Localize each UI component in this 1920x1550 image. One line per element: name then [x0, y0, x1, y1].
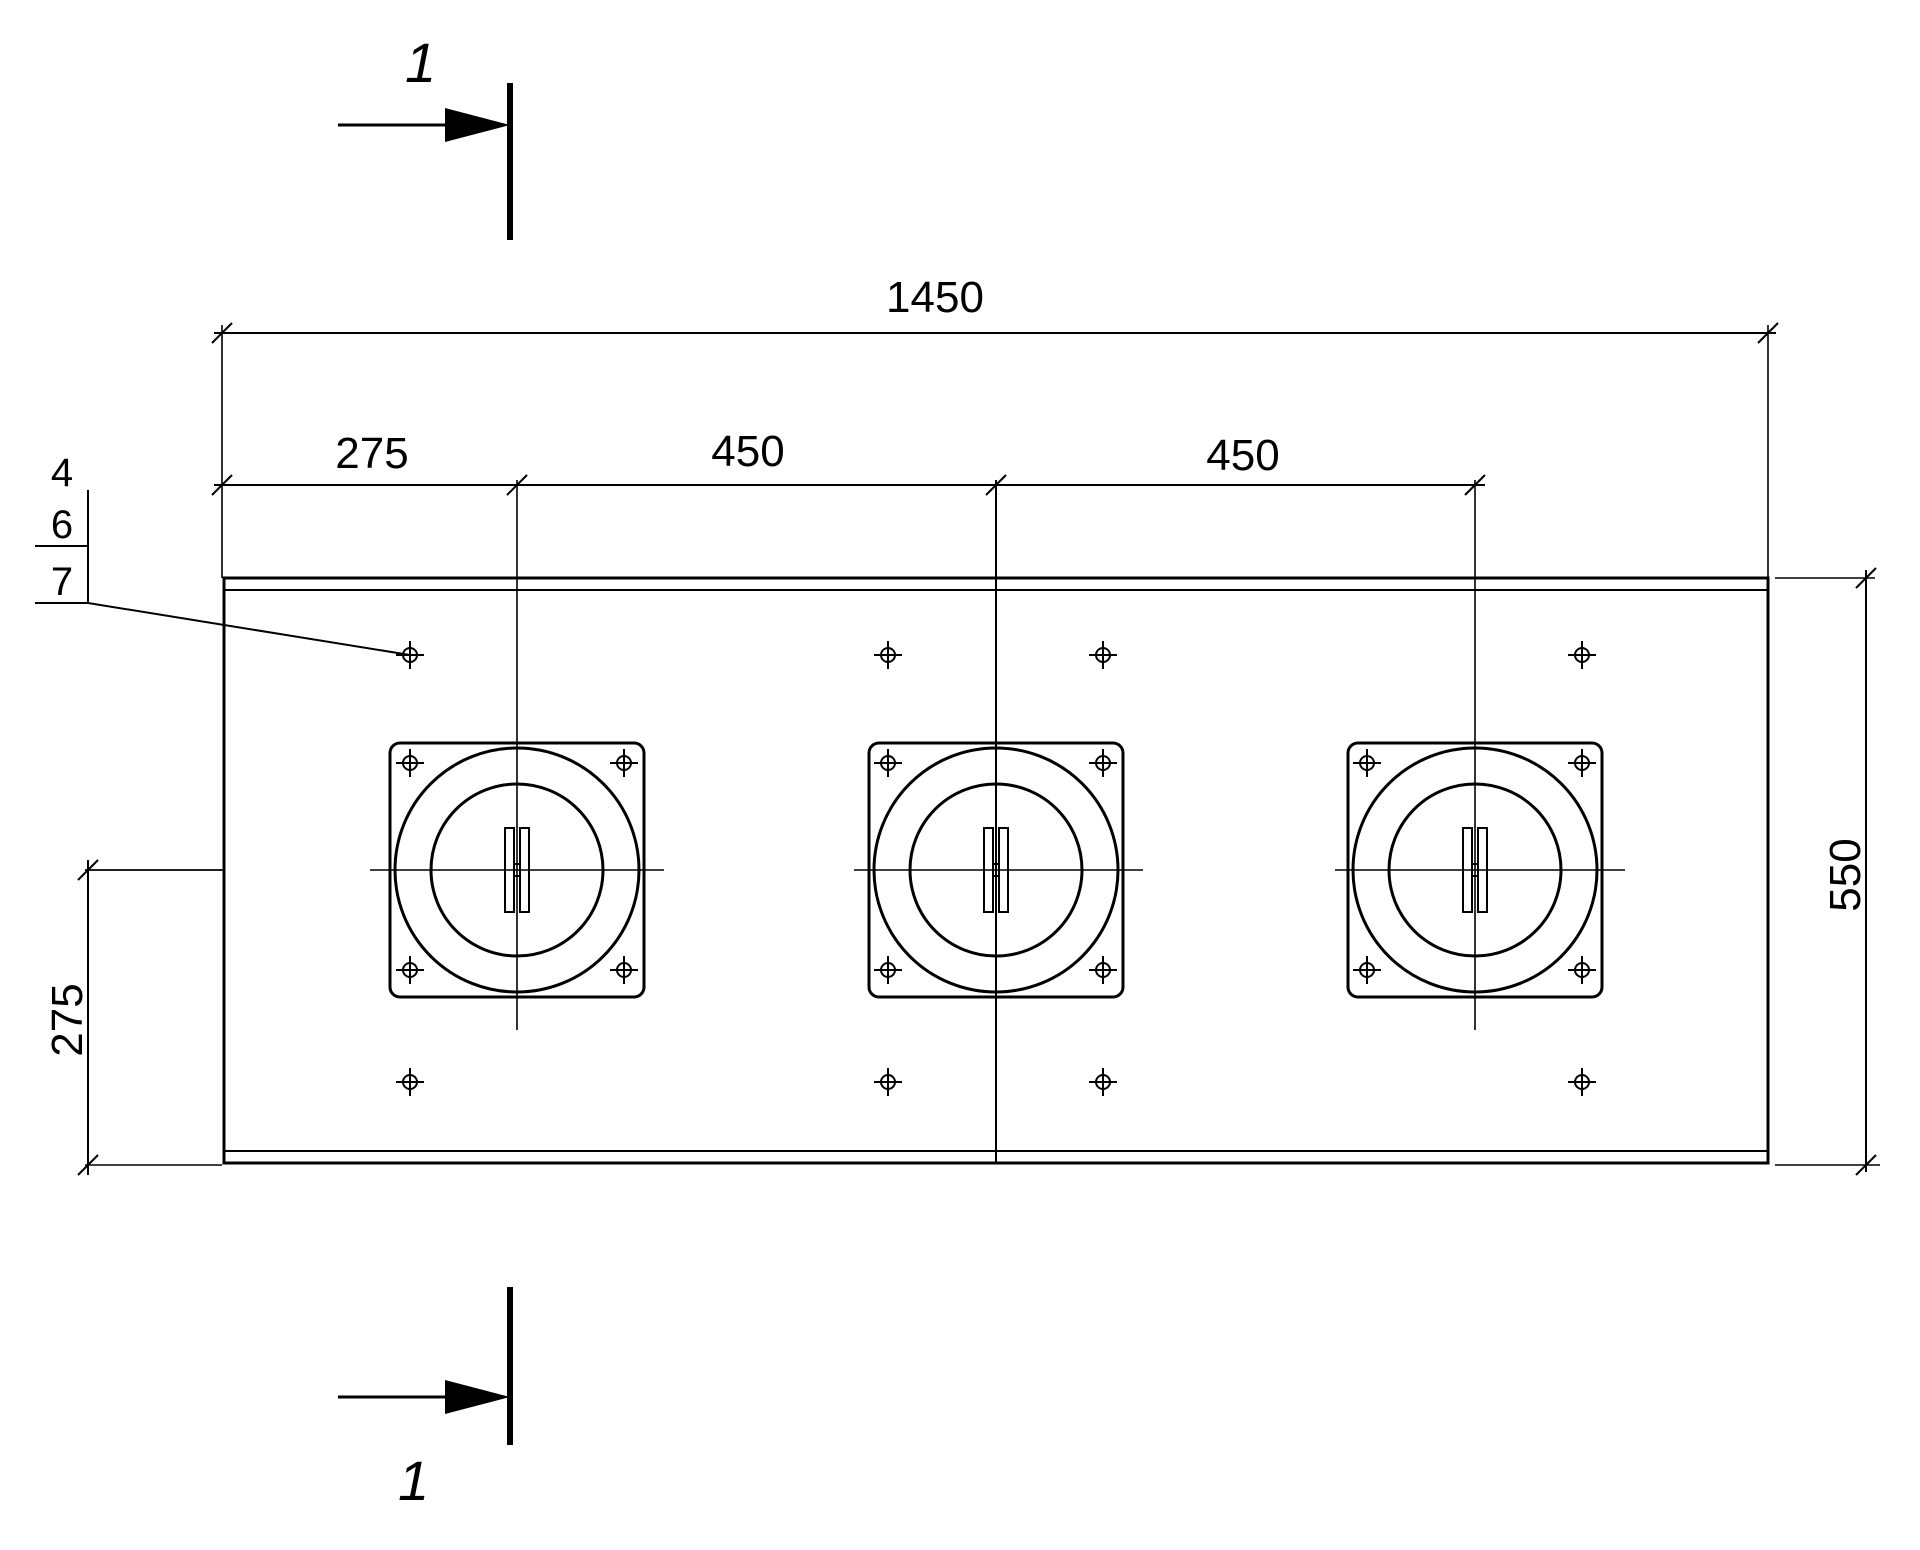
bolt-hole [1089, 1068, 1117, 1096]
bolt-hole [1089, 749, 1117, 777]
section-label-bottom: 1 [398, 1449, 429, 1512]
dim-275-left-label: 275 [43, 983, 92, 1056]
section-label-top: 1 [405, 31, 436, 94]
dimension-chain-top: 275 450 450 [211, 427, 1486, 496]
bolt-hole [1089, 956, 1117, 984]
bearing-unit-3 [1335, 741, 1625, 999]
section-marker-bottom: 1 [338, 1287, 513, 1512]
dimension-overall-width: 1450 [211, 273, 1779, 578]
bolt-holes [396, 641, 1596, 1096]
bolt-hole [396, 1068, 424, 1096]
dim-450-second-label: 450 [1206, 431, 1279, 480]
tag-4: 4 [51, 451, 73, 495]
dim-275-label: 275 [335, 429, 408, 478]
base-plate [85, 480, 1770, 1165]
tag-7: 7 [51, 560, 73, 604]
dim-550-label: 550 [1821, 838, 1870, 911]
bolt-hole [874, 641, 902, 669]
dimension-overall-height: 550 [1775, 567, 1880, 1176]
bolt-hole [1353, 749, 1381, 777]
bolt-hole [874, 749, 902, 777]
dim-1450-label: 1450 [886, 273, 984, 322]
bolt-hole [1353, 956, 1381, 984]
bolt-hole [1568, 1068, 1596, 1096]
bearing-unit-2 [854, 741, 1143, 999]
tag-6: 6 [51, 503, 73, 547]
bolt-hole [1568, 749, 1596, 777]
bolt-hole [396, 641, 424, 669]
item-tag: 4 6 7 [35, 451, 411, 656]
dimension-left-height: 275 [43, 859, 222, 1176]
bolt-hole [1568, 956, 1596, 984]
column-axes [516, 480, 1476, 1030]
bolt-hole [610, 956, 638, 984]
bolt-hole [1568, 641, 1596, 669]
dim-450-first-label: 450 [711, 427, 784, 476]
bolt-hole [1089, 641, 1117, 669]
bolt-hole [396, 749, 424, 777]
bolt-hole [610, 749, 638, 777]
bearing-unit-1 [370, 741, 664, 999]
bolt-hole [874, 956, 902, 984]
section-marker-top: 1 [338, 31, 513, 240]
bolt-hole [396, 956, 424, 984]
bolt-hole [874, 1068, 902, 1096]
